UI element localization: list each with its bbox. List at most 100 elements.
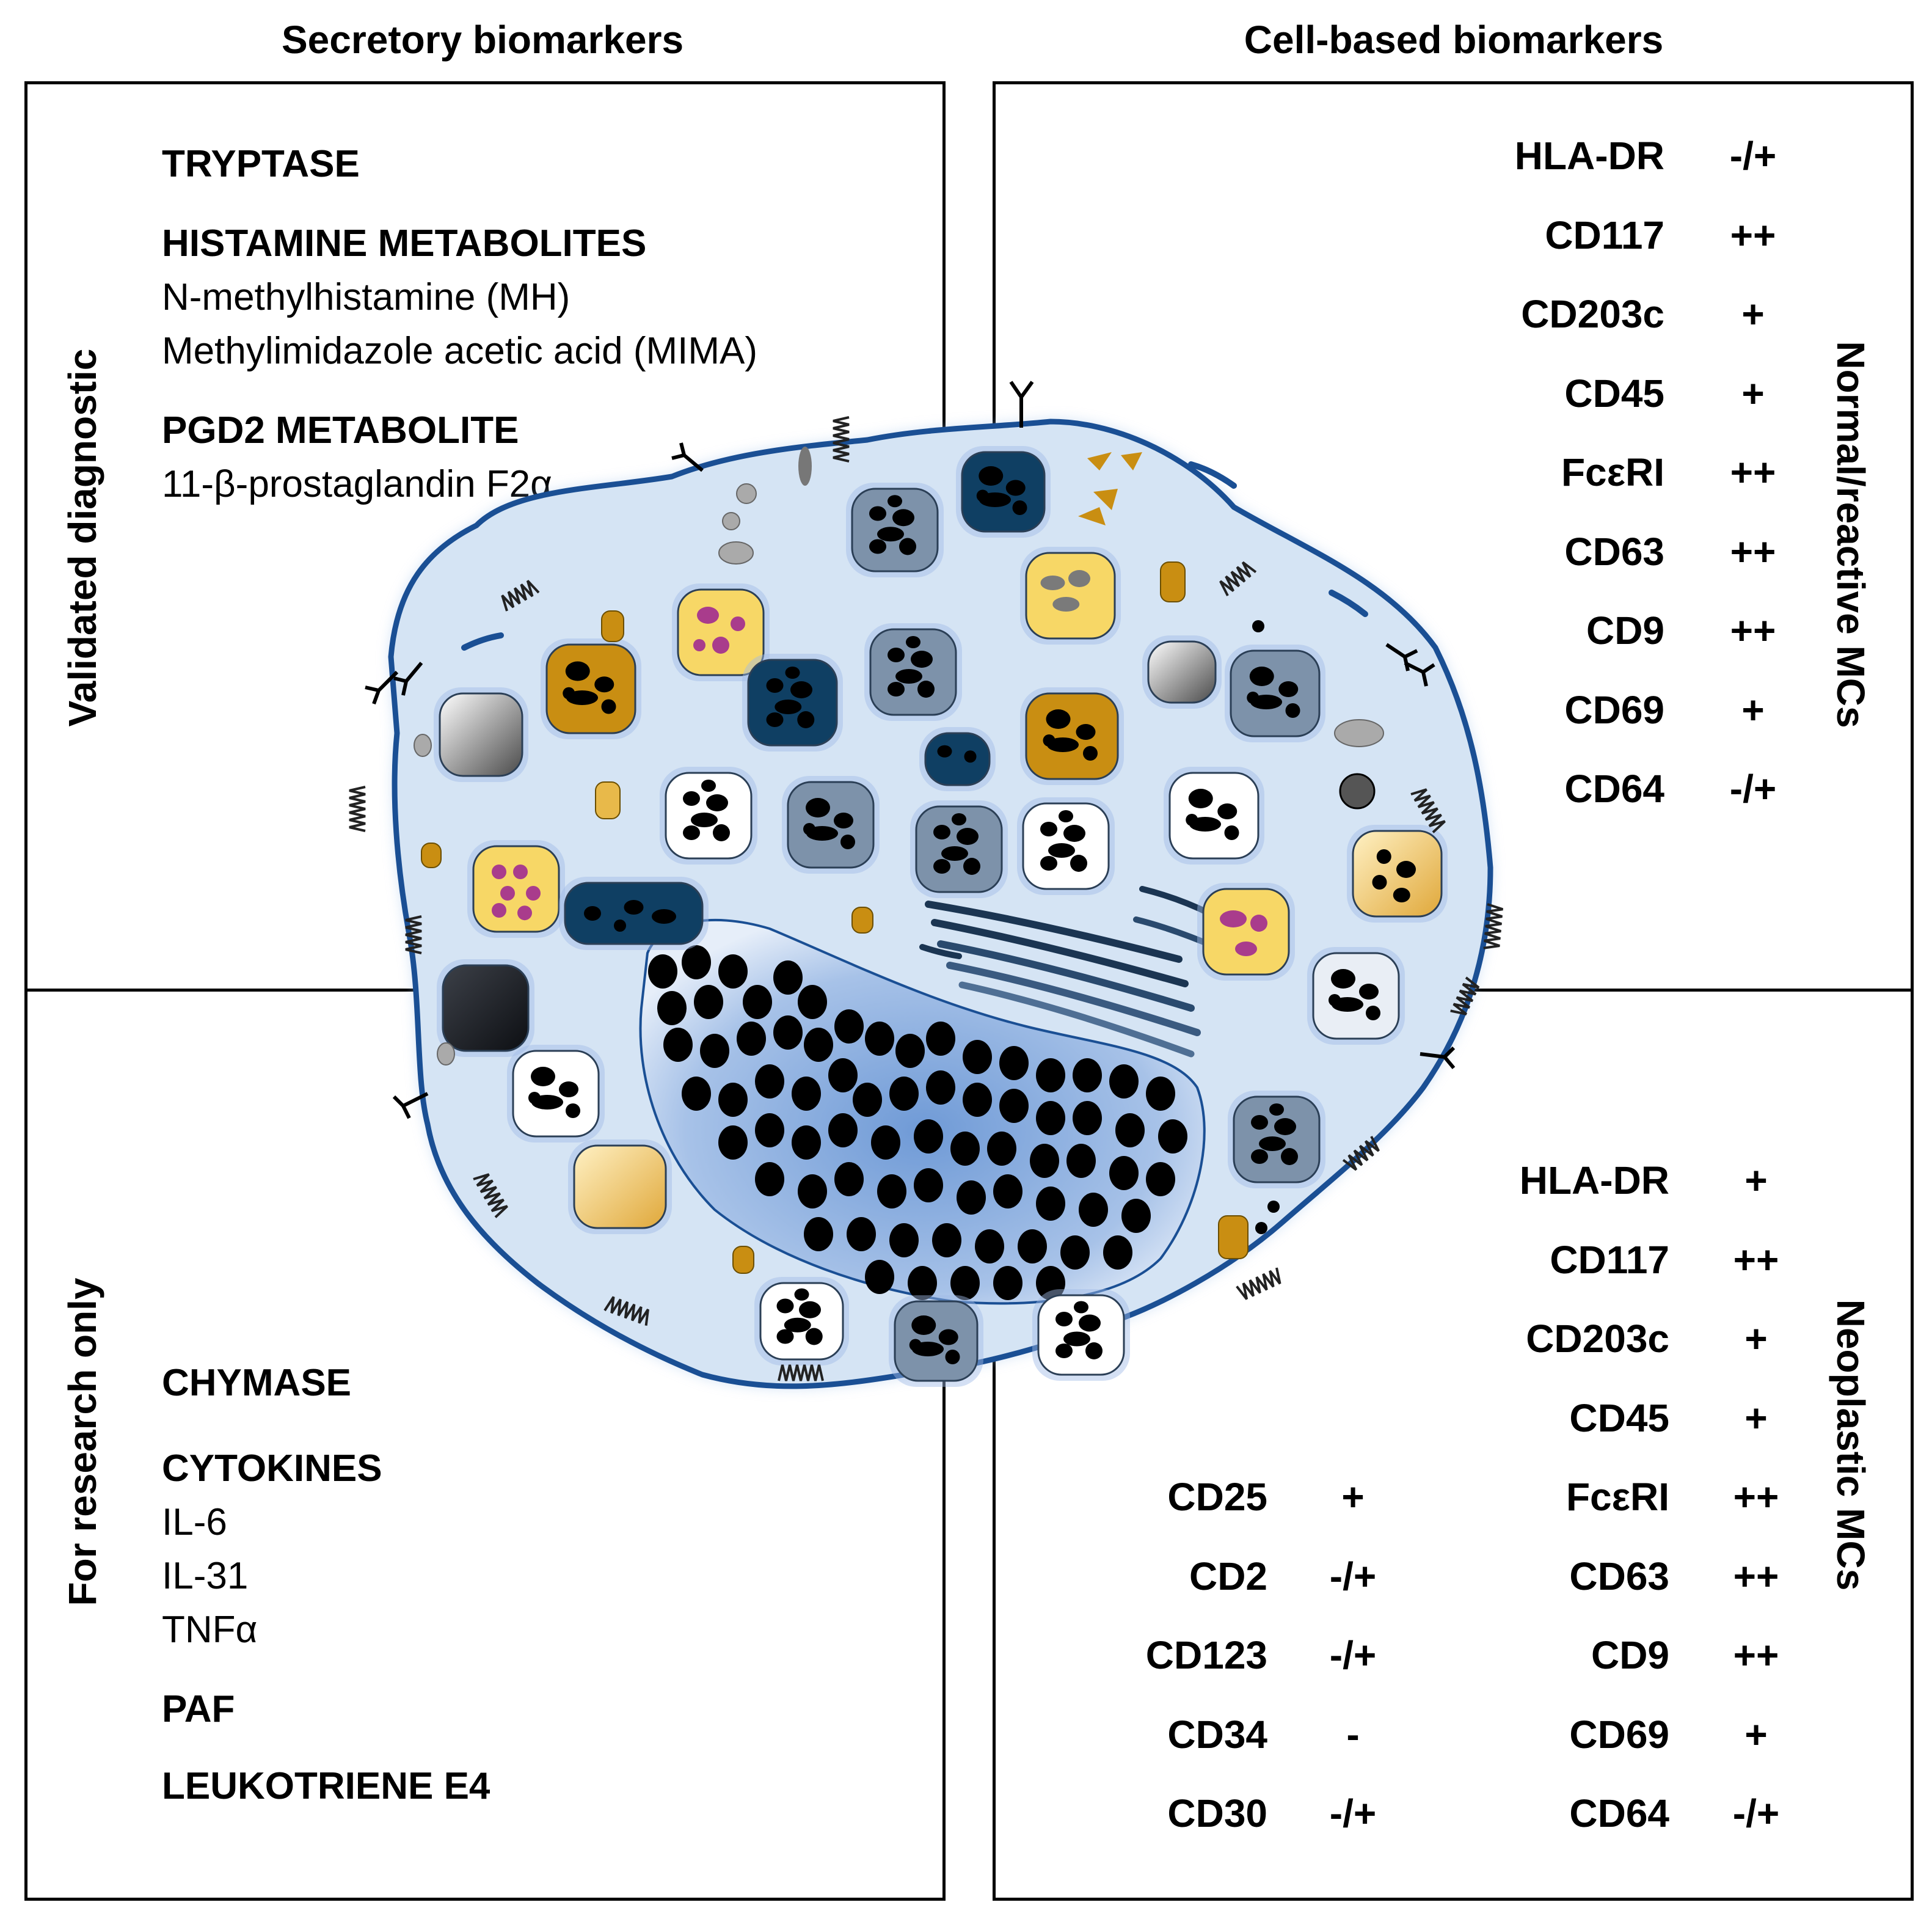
- granule-spot: [909, 1339, 922, 1351]
- granule-body: [1025, 552, 1116, 640]
- granule-body: [512, 1050, 600, 1138]
- gray-granule: [864, 623, 962, 721]
- granule-spot: [1366, 1006, 1380, 1020]
- marker-name: CD45: [1569, 1395, 1669, 1440]
- chromatin-dot: [963, 1083, 992, 1117]
- granule-spot: [895, 669, 922, 684]
- marker-row: HLA-DR+: [0, 1158, 1932, 1202]
- granule-spot: [1046, 709, 1071, 729]
- chromatin-dot: [804, 1028, 833, 1062]
- granule-body: [442, 964, 530, 1052]
- marker-value: ++: [1730, 609, 1776, 653]
- white-granule: [754, 1277, 849, 1366]
- granule-spot: [785, 667, 800, 679]
- marker-row: FcεRI++: [0, 1474, 1932, 1519]
- granule-spot: [1040, 856, 1057, 871]
- small-vesicle: [1160, 561, 1186, 602]
- granule-spot: [1220, 910, 1247, 927]
- granule-body: [1202, 888, 1290, 976]
- chromatin-dot: [804, 1217, 833, 1251]
- granule-spot: [888, 682, 905, 697]
- chromatin-dot: [834, 1162, 864, 1196]
- granule-spot: [1070, 855, 1087, 872]
- marker-name: CD34: [1167, 1712, 1267, 1757]
- chromatin-dot: [700, 1034, 729, 1068]
- marker-value: +: [1741, 687, 1765, 732]
- granule-spot: [492, 903, 506, 918]
- granule-spot: [937, 745, 952, 758]
- granule-spot: [938, 1329, 958, 1345]
- marker-row: CD69+: [0, 1712, 1932, 1757]
- marker-name: HLA-DR: [1514, 134, 1664, 178]
- gold-fragments: [1078, 452, 1142, 525]
- histamine-metabolite-item: N-methylhistamine (MH): [162, 276, 570, 318]
- dotted-vesicle: [718, 541, 754, 565]
- gray-granule: [782, 776, 880, 874]
- marker-value: -: [1346, 1712, 1360, 1757]
- golgi-stack: [919, 886, 1219, 1058]
- chromatin-dot: [914, 1119, 943, 1154]
- research-biomarker-list: CHYMASE CYTOKINES IL-6 IL-31 TNFα PAF LE…: [162, 1356, 490, 1813]
- granule-body: [439, 692, 523, 777]
- leukotriene-e4-heading: LEUKOTRIENE E4: [162, 1765, 490, 1807]
- marker-value: -/+: [1729, 767, 1777, 811]
- marker-value: ++: [1730, 450, 1776, 494]
- chromatin-dot: [718, 1083, 748, 1117]
- granule-spot: [683, 791, 700, 806]
- granule-spot: [1040, 822, 1057, 836]
- granule-body: [472, 845, 560, 933]
- marker-row: CD25+: [0, 1474, 1932, 1519]
- granule-spot: [706, 794, 728, 811]
- chromatin-dot: [1073, 1101, 1102, 1135]
- chromatin-dot: [1066, 1144, 1096, 1178]
- granule-spot: [1048, 843, 1075, 858]
- granule-spot: [869, 506, 886, 521]
- marker-row: CD117++: [0, 1237, 1932, 1282]
- granule-spot: [691, 813, 718, 827]
- granule-spot: [963, 858, 980, 875]
- marker-value: ++: [1733, 1554, 1779, 1598]
- gray-blob-granule: [434, 687, 528, 782]
- chromatin-dot: [682, 1077, 711, 1111]
- spring-protein: [778, 1364, 824, 1381]
- white-granule: [507, 1045, 605, 1143]
- marker-row: CD63++: [0, 529, 1932, 574]
- chromatin-dot: [1121, 1199, 1151, 1233]
- marker-name: HLA-DR: [1519, 1158, 1669, 1202]
- granule-spot: [559, 1081, 578, 1097]
- granule-spot: [712, 637, 729, 654]
- small-dot: [1252, 620, 1264, 632]
- marker-name: CD9: [1586, 609, 1664, 653]
- chromatin-dot: [895, 1034, 925, 1068]
- chromatin-dot: [993, 1266, 1023, 1300]
- granule-spot: [964, 750, 977, 763]
- spring-protein: [603, 1296, 649, 1326]
- marker-name: CD2: [1189, 1554, 1267, 1598]
- spring-protein: [1483, 903, 1503, 949]
- granule-spot: [1059, 810, 1073, 822]
- granule-spot: [1247, 692, 1259, 704]
- dotted-vesicle: [1334, 719, 1384, 747]
- dark-granule: [956, 446, 1051, 538]
- chromatin-dot: [648, 954, 677, 989]
- granule-spot: [1372, 875, 1387, 890]
- cytokine-item: IL-6: [162, 1501, 227, 1543]
- marker-row: CD9 ++: [0, 608, 1932, 653]
- granule-spot: [713, 824, 730, 841]
- granule-spot: [1251, 1115, 1268, 1130]
- marker-value: +: [1741, 292, 1765, 336]
- granule-body: [1312, 952, 1400, 1040]
- marker-value: -/+: [1329, 1554, 1377, 1598]
- granule-spot: [952, 813, 966, 825]
- small-vesicle: [851, 907, 873, 934]
- chromatin-dot: [999, 1046, 1029, 1080]
- chromatin-dot: [993, 1174, 1023, 1208]
- granule-body: [545, 643, 636, 734]
- chromatin-dot: [1036, 1187, 1065, 1221]
- granule-spot: [566, 1103, 580, 1118]
- gold-granule: [1020, 687, 1124, 785]
- spring-protein: [1219, 561, 1257, 596]
- marker-name: CD64: [1569, 1791, 1669, 1835]
- white-granule: [1307, 947, 1405, 1045]
